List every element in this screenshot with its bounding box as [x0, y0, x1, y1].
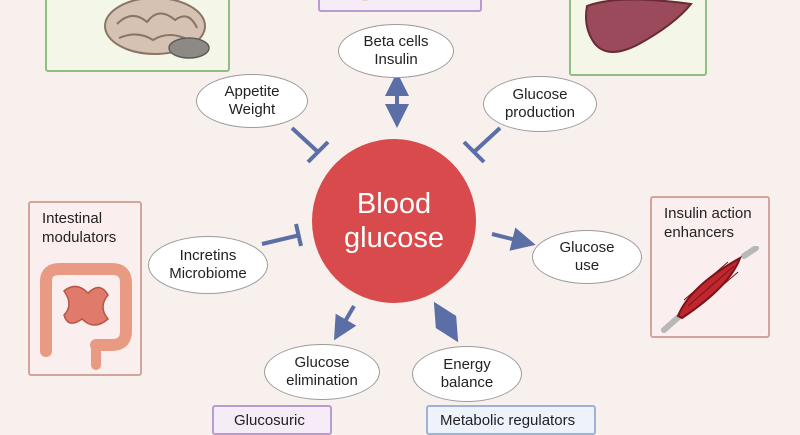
diagram-stage: Intestinal modulators Insulin action enh…	[28, 0, 770, 435]
beta-cells-node: Beta cells Insulin	[338, 24, 454, 78]
appetite-inhibitor	[290, 126, 330, 164]
intestinal-label: Intestinal modulators	[42, 210, 117, 246]
connectors	[261, 72, 536, 343]
glucose-use-node: Glucose use	[532, 230, 642, 284]
intestine-icon	[40, 263, 132, 370]
glucose-elimination-node: Glucose elimination	[264, 344, 380, 400]
glucose-production-node: Glucose production	[483, 76, 597, 132]
blood-glucose-circle: Blood glucose	[312, 139, 476, 303]
insulin-action-label: Insulin action enhancers	[664, 205, 752, 241]
energy-balance-node: Energy balance	[412, 346, 522, 402]
brain-box	[45, 0, 230, 72]
incretins-inhibitor	[261, 223, 303, 247]
liver-icon	[585, 0, 693, 53]
glucose-use-arrow	[491, 227, 536, 251]
glucose-elimination-arrow	[333, 304, 357, 341]
glucose-production-inhibitor	[462, 126, 502, 164]
pancreas-box	[318, 0, 482, 12]
insulin-action-box: Insulin action enhancers	[650, 196, 770, 338]
energy-balance-arrow	[433, 301, 459, 343]
appetite-node: Appetite Weight	[196, 74, 308, 128]
muscle-icon	[661, 246, 759, 333]
incretins-node: Incretins Microbiome	[148, 236, 268, 294]
intestinal-box: Intestinal modulators	[28, 201, 142, 376]
brain-icon	[104, 0, 210, 59]
liver-box	[569, 0, 707, 76]
